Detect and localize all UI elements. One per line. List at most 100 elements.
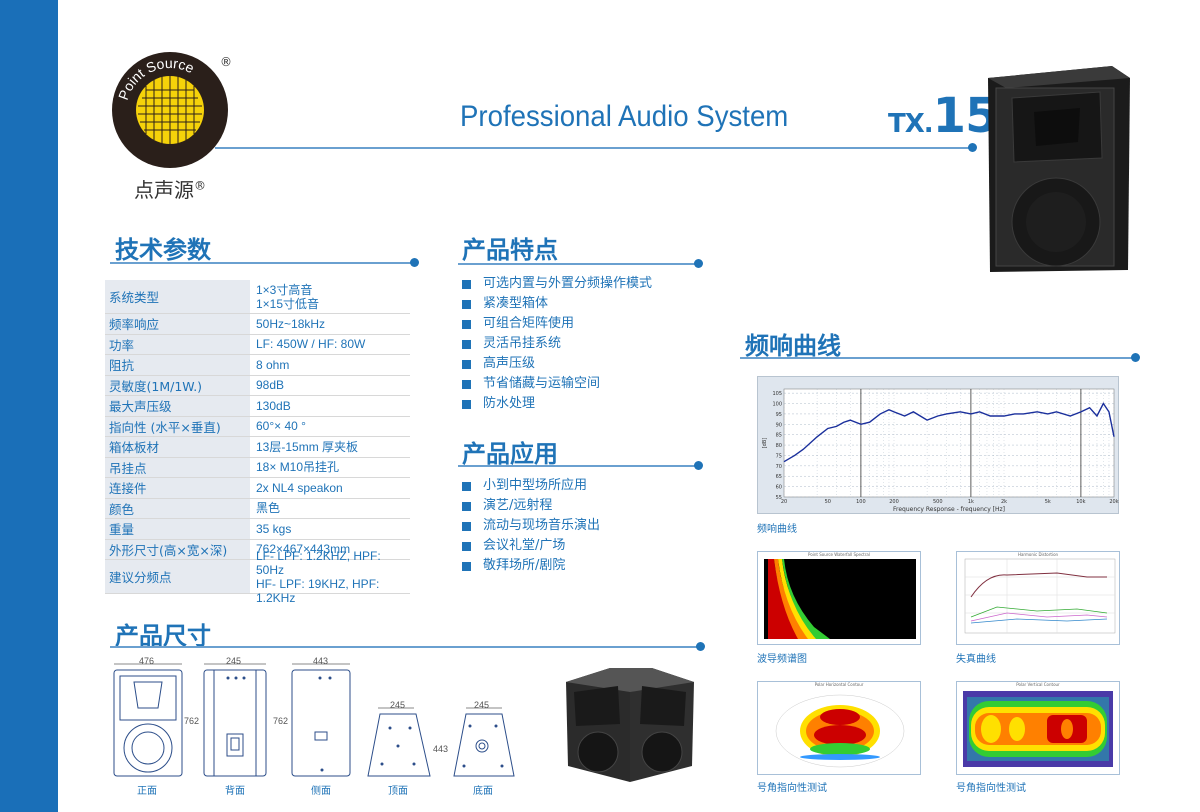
x-tick-label: 20k <box>1109 499 1118 505</box>
spec-value: 762×467×443mm <box>250 540 410 560</box>
y-axis-label: [dB] <box>762 438 768 449</box>
specs-rule-dot <box>410 258 419 267</box>
spec-key: 频率响应 <box>105 314 250 334</box>
x-tick-label: 20 <box>781 499 787 505</box>
applications-list: 小到中型场所应用演艺/远射程流动与现场音乐演出会议礼堂/广场敬拜场所/剧院 <box>462 476 600 576</box>
spec-row: 颜色黑色 <box>105 498 410 519</box>
freq-response-line <box>783 402 1115 463</box>
spec-row: 吊挂点 18× M10吊挂孔 <box>105 457 410 478</box>
features-rule-dot <box>694 259 703 268</box>
logo-emblem: Point Source ® <box>112 52 232 168</box>
waterfall-thumb-title: Point Source Waterfall Spectral <box>808 552 870 557</box>
spec-value-line: 50Hz~18kHz <box>256 316 326 331</box>
y-tick-label: 105 <box>772 391 782 397</box>
brand-logo: Point Source ® 点声源® <box>108 48 238 208</box>
y-tick-label: 75 <box>776 453 782 459</box>
spec-key: 箱体板材 <box>105 437 250 457</box>
spec-key: 外形尺寸(高×宽×深) <box>105 539 250 559</box>
dim-bottom-width: 245 <box>474 700 490 710</box>
x-tick-label: 100 <box>856 499 866 505</box>
spec-key: 吊挂点 <box>105 457 250 477</box>
spec-value: 8 ohm <box>250 355 410 375</box>
dim-depth: 443 <box>433 744 449 754</box>
model-badge: TX.15 <box>888 88 998 144</box>
x-tick-label: 500 <box>933 499 943 505</box>
spec-value: 13层-15mm 厚夹板 <box>250 437 410 457</box>
specs-heading: 技术参数 <box>115 236 211 264</box>
freq-plot-area <box>783 388 1115 498</box>
left-sidebar-stripe <box>0 0 58 812</box>
header-rule <box>215 147 975 149</box>
spec-key: 重量 <box>105 519 250 539</box>
spec-row: 外形尺寸(高×宽×深) 762×467×443mm <box>105 539 410 560</box>
spec-value: 黑色 <box>250 499 410 519</box>
spec-value-line: 18× M10吊挂孔 <box>256 460 340 475</box>
distortion-thumbnail: Harmonic Distortion <box>956 551 1120 645</box>
spec-key: 灵敏度(1M/1W.) <box>105 375 250 395</box>
freq-caption: 频响曲线 <box>757 524 797 535</box>
polar1-thumb-title: Polar Horizontal Contour <box>814 682 864 687</box>
x-tick-label: 2k <box>1001 499 1007 505</box>
view-side-label: 侧面 <box>311 786 331 797</box>
spec-value: 60°× 40 ° <box>250 417 410 437</box>
spec-key: 功率 <box>105 334 250 354</box>
spec-value-line: LF: 450W / HF: 80W <box>256 337 366 352</box>
speaker-cabinet-image <box>988 66 1130 272</box>
feature-item: 紧凑型箱体 <box>462 294 652 314</box>
dims-heading: 产品尺寸 <box>115 622 211 650</box>
specs-rule <box>110 262 415 264</box>
page-title: Professional Audio System <box>460 100 789 133</box>
applications-rule-dot <box>694 461 703 470</box>
application-item: 敬拜场所/剧院 <box>462 556 600 576</box>
spec-key: 颜色 <box>105 498 250 518</box>
spec-value-line: 762×467×443mm <box>256 542 351 557</box>
x-axis-label: Frequency Response - frequency [Hz] <box>893 506 1005 513</box>
feature-item: 节省储藏与运输空间 <box>462 374 652 394</box>
distortion-caption: 失真曲线 <box>956 654 996 665</box>
feature-item: 防水处理 <box>462 394 652 414</box>
features-rule <box>458 263 698 265</box>
spec-value: 18× M10吊挂孔 <box>250 458 410 478</box>
waterfall-thumbnail: Point Source Waterfall Spectral <box>757 551 921 645</box>
polar2-caption: 号角指向性测试 <box>956 783 1026 794</box>
dim-front-width: 476 <box>139 656 155 666</box>
spec-value-line: HF- LPF: 19KHZ, HPF: 1.2KHz <box>256 576 380 605</box>
x-tick-label: 10k <box>1076 499 1085 505</box>
y-tick-label: 85 <box>776 433 782 439</box>
polar2-thumbnail: Polar Vertical Contour <box>956 681 1120 775</box>
y-tick-label: 70 <box>776 464 782 470</box>
y-tick-label: 60 <box>776 485 782 491</box>
application-item: 流动与现场音乐演出 <box>462 516 600 536</box>
features-heading: 产品特点 <box>462 236 558 264</box>
polar1-thumbnail: Polar Horizontal Contour <box>757 681 921 775</box>
spec-key: 连接件 <box>105 478 250 498</box>
spec-row: 功率 LF: 450W / HF: 80W <box>105 334 410 355</box>
applications-heading: 产品应用 <box>462 440 558 468</box>
application-item: 小到中型场所应用 <box>462 476 600 496</box>
spec-value: 35 kgs <box>250 519 410 539</box>
view-bottom-label: 底面 <box>473 786 493 797</box>
freq-rule <box>740 357 1135 359</box>
polar1-caption: 号角指向性测试 <box>757 783 827 794</box>
y-tick-label: 100 <box>772 402 782 408</box>
features-list: 可选内置与外置分频操作模式紧凑型箱体可组合矩阵使用灵活吊挂系统高声压级节省储藏与… <box>462 274 652 414</box>
freq-heading: 频响曲线 <box>745 332 841 360</box>
spec-value: 98dB <box>250 376 410 396</box>
spec-value-line: 1×15寸低音 <box>256 296 320 311</box>
array-cluster-image <box>566 668 694 782</box>
y-tick-label: 80 <box>776 443 782 449</box>
feature-item: 可选内置与外置分频操作模式 <box>462 274 652 294</box>
spec-value-line: 130dB <box>256 398 291 413</box>
header-rule-dot <box>968 143 977 152</box>
spec-value-line: 13层-15mm 厚夹板 <box>256 439 359 454</box>
spec-value: LF: 450W / HF: 80W <box>250 335 410 355</box>
spec-key: 指向性 (水平×垂直) <box>105 416 250 436</box>
